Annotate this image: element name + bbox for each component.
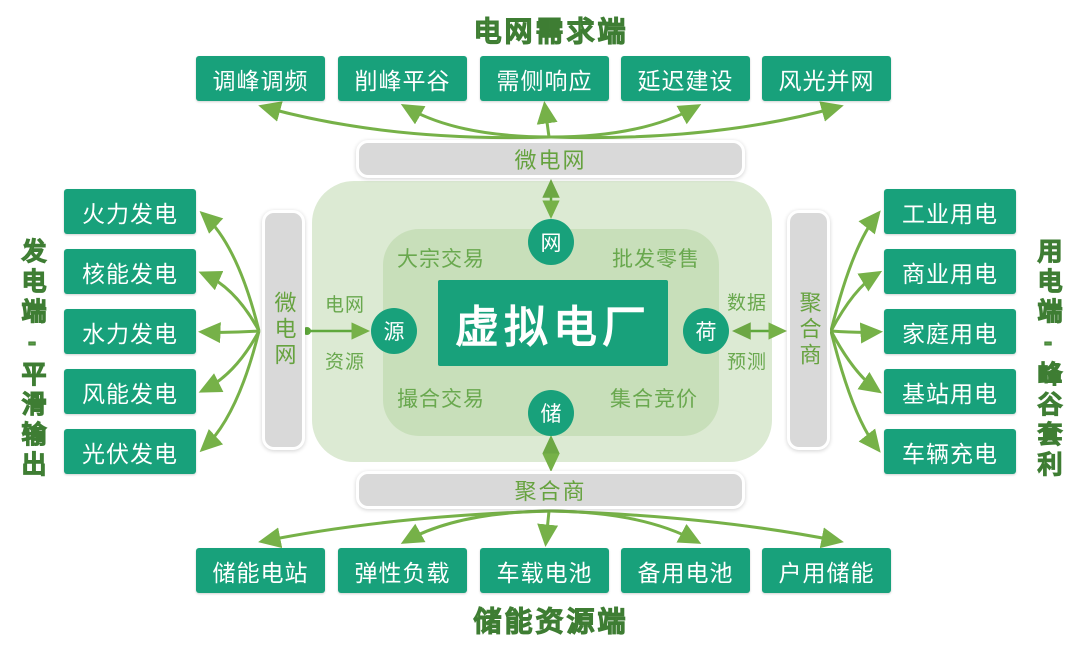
zone-title-generation: 发电端-平滑输出	[18, 238, 47, 482]
gen-box-nuclear: 核能发电	[64, 249, 196, 294]
demand-box-wind-solar-grid: 风光并网	[762, 56, 891, 101]
bar-aggregator-right: 聚合商	[787, 210, 830, 450]
label-matchmaking-trading: 撮合交易	[397, 388, 485, 411]
load-box-household: 家庭用电	[884, 309, 1016, 354]
demand-box-demand-response: 需侧响应	[480, 56, 609, 101]
demand-box-peak-shaving-frequency: 调峰调频	[196, 56, 325, 101]
label-data: 数据	[727, 293, 768, 314]
load-box-commercial: 商业用电	[884, 249, 1016, 294]
zone-title-consumption: 用电端-峰谷套利	[1034, 238, 1063, 482]
gen-box-solar: 光伏发电	[64, 429, 196, 474]
label-forecast: 预测	[727, 352, 768, 373]
storage-box-flexible-load: 弹性负载	[338, 548, 467, 593]
demand-box-delayed-construction: 延迟建设	[621, 56, 750, 101]
label-wholesale-retail: 批发零售	[612, 248, 700, 271]
vpp-title-box: 虚拟电厂	[438, 280, 668, 366]
storage-box-home-storage: 户用储能	[762, 548, 891, 593]
zone-title-grid-demand: 电网需求端	[473, 16, 629, 48]
node-source: 源	[371, 308, 417, 354]
bar-aggregator-bottom: 聚合商	[356, 471, 745, 509]
node-storage: 储	[528, 390, 574, 436]
bar-microgrid-left: 微电网	[262, 210, 305, 450]
load-box-base-station: 基站用电	[884, 369, 1016, 414]
load-box-industrial: 工业用电	[884, 189, 1016, 234]
load-box-ev-charging: 车辆充电	[884, 429, 1016, 474]
storage-box-vehicle-battery: 车载电池	[480, 548, 609, 593]
left-fan-arrows	[198, 210, 261, 453]
gen-box-wind: 风能发电	[64, 369, 196, 414]
node-load: 荷	[683, 308, 729, 354]
right-fan-arrows	[829, 210, 883, 453]
label-collective-bidding: 集合竞价	[610, 388, 698, 411]
bottom-fan-arrows	[258, 509, 844, 549]
gen-box-thermal: 火力发电	[64, 189, 196, 234]
top-fan-arrows	[258, 101, 844, 140]
label-resource: 资源	[325, 352, 366, 373]
label-grid: 电网	[325, 295, 366, 316]
storage-box-backup-battery: 备用电池	[621, 548, 750, 593]
gen-box-hydro: 水力发电	[64, 309, 196, 354]
bar-microgrid-top: 微电网	[356, 140, 745, 178]
demand-box-peak-valley: 削峰平谷	[338, 56, 467, 101]
node-grid: 网	[528, 219, 574, 265]
label-bulk-trading: 大宗交易	[397, 248, 485, 271]
zone-title-storage-resource: 储能资源端	[473, 606, 629, 638]
storage-box-station: 储能电站	[196, 548, 325, 593]
